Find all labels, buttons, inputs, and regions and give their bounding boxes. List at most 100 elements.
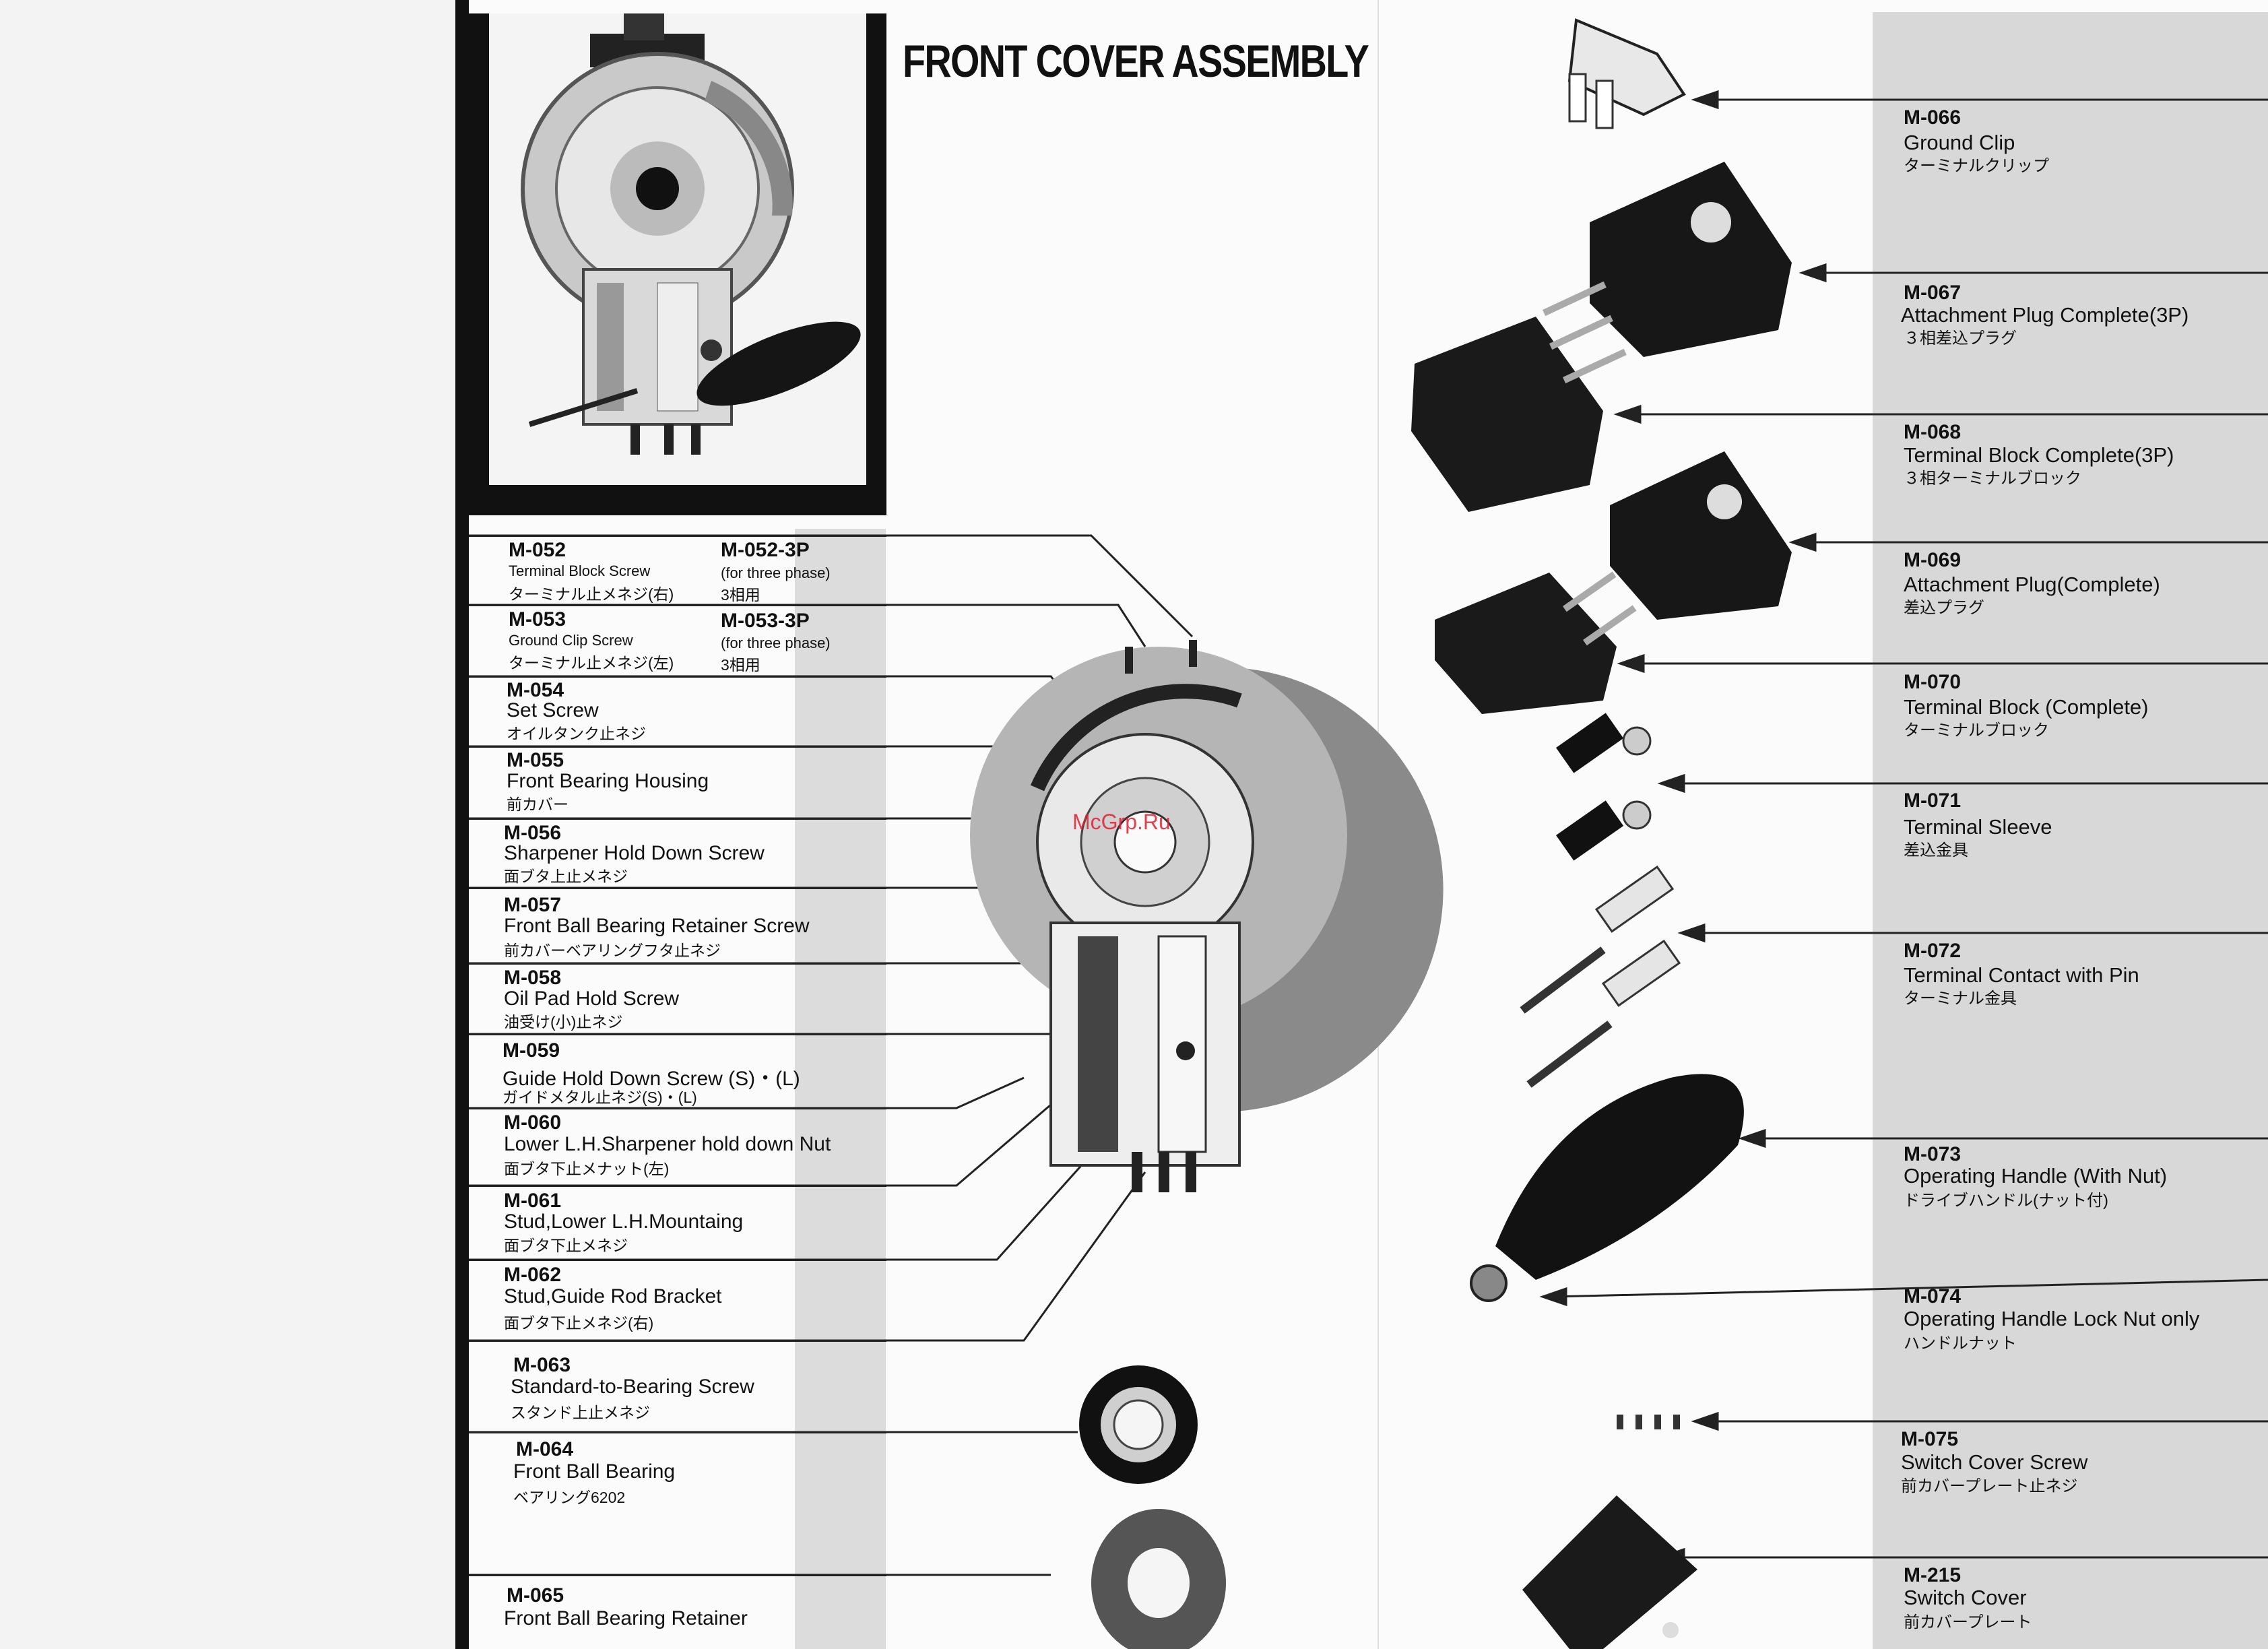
part-name-jp: ３相差込プラグ <box>1904 329 2017 348</box>
part-name: Front Ball Bearing Retainer <box>504 1607 748 1629</box>
part-code: M-072 <box>1904 940 1962 962</box>
part-name: Stud,Lower L.H.Mountaing <box>504 1210 744 1233</box>
part-name: Switch Cover <box>1904 1586 2027 1609</box>
part-code: M-062 <box>504 1264 562 1286</box>
part-name-jp: オイルタンク止ネジ <box>507 725 646 742</box>
part-code-alt: M-053-3P <box>721 610 810 632</box>
part-name-jp: 面ブタ上止メネジ <box>504 868 628 885</box>
part-name-jp: 面ブタ下止メナット(左) <box>504 1160 670 1177</box>
bearing-retainer-drawing <box>1091 1509 1226 1649</box>
part-name: Terminal Sleeve <box>1904 815 2052 839</box>
part-name: Front Ball Bearing <box>513 1460 676 1483</box>
page-title: FRONT COVER ASSEMBLY <box>903 36 1369 87</box>
part-name: Lower L.H.Sharpener hold down Nut <box>504 1133 831 1155</box>
part-code: M-052 <box>509 539 566 561</box>
part-name: Operating Handle Lock Nut only <box>1904 1307 2200 1330</box>
ball-bearing-drawing <box>1079 1365 1198 1484</box>
part-code: M-054 <box>507 679 564 701</box>
row-separator <box>469 1108 886 1109</box>
part-name: Terminal Contact with Pin <box>1904 963 2139 987</box>
part-code: M-215 <box>1904 1564 1962 1586</box>
assembly-photo <box>489 13 866 485</box>
part-name: Standard-to-Bearing Screw <box>511 1376 754 1398</box>
left-gray-band <box>795 529 886 1649</box>
part-name-jp: ターミナル止メネジ(左) <box>509 654 674 672</box>
part-name: Terminal Block Complete(3P) <box>1904 443 2174 467</box>
row-separator <box>469 1432 886 1433</box>
part-code: M-061 <box>504 1190 562 1212</box>
part-code: M-065 <box>507 1584 564 1607</box>
part-name-jp: 前カバープレート止ネジ <box>1901 1477 2078 1495</box>
right-part-drawings <box>1411 18 1792 1649</box>
part-note: (for three phase) <box>721 564 831 581</box>
part-code: M-057 <box>504 894 562 916</box>
part-name-jp: ターミナルクリップ <box>1904 157 2049 175</box>
assembly-photo-illustration <box>521 13 861 455</box>
part-name-jp: 前カバー <box>507 796 569 813</box>
row-separator <box>469 605 886 606</box>
row-separator <box>469 536 886 537</box>
part-name-jp: ターミナルブロック <box>1904 721 2049 740</box>
part-name: Set Screw <box>507 699 599 721</box>
part-name-jp: ３相ターミナルブロック <box>1904 470 2081 488</box>
part-code: M-068 <box>1904 421 1962 443</box>
row-separator <box>469 1034 886 1035</box>
row-separator <box>469 1575 886 1576</box>
part-code: M-059 <box>503 1039 560 1062</box>
part-note-jp: 3相用 <box>721 656 760 674</box>
part-name-jp: ガイドメタル止ネジ(S)・(L) <box>503 1089 697 1106</box>
part-name-jp: ドライブハンドル(ナット付) <box>1904 1192 2108 1210</box>
row-separator <box>469 676 886 678</box>
part-code: M-074 <box>1904 1285 1962 1307</box>
right-gray-band <box>1873 12 2268 1649</box>
part-name-jp: ターミナル金具 <box>1904 990 2017 1008</box>
part-code: M-058 <box>504 967 562 989</box>
part-name-jp: 差込プラグ <box>1904 599 1984 617</box>
right-leader-lines <box>1539 90 2268 1567</box>
part-name-jp: 前カバーベアリングフタ止ネジ <box>504 942 721 959</box>
assembly-photo-frame <box>469 13 886 515</box>
part-name: Ground Clip Screw <box>509 632 633 649</box>
part-code: M-055 <box>507 749 564 771</box>
part-name-jp: スタンド上止メネジ <box>511 1404 650 1421</box>
part-name: Operating Handle (With Nut) <box>1904 1164 2168 1188</box>
part-name-jp: 前カバープレート <box>1904 1613 2032 1631</box>
part-code: M-071 <box>1904 789 1962 812</box>
part-name: Oil Pad Hold Screw <box>504 988 680 1010</box>
part-name: Sharpener Hold Down Screw <box>504 842 765 864</box>
part-code: M-064 <box>516 1438 574 1460</box>
part-name-jp: 面ブタ下止メネジ <box>504 1237 628 1254</box>
part-note: (for three phase) <box>721 635 831 651</box>
row-separator <box>469 746 886 748</box>
row-separator <box>469 1340 886 1342</box>
part-name: Stud,Guide Rod Bracket <box>504 1285 722 1307</box>
binding-edge <box>455 0 469 1649</box>
part-code: M-053 <box>509 608 566 630</box>
part-name: Terminal Block Screw <box>509 562 651 579</box>
row-separator <box>469 963 886 965</box>
part-code: M-063 <box>513 1354 571 1376</box>
part-name-jp: ベアリング6202 <box>513 1489 626 1506</box>
part-name: Terminal Block (Complete) <box>1904 695 2149 719</box>
row-separator <box>469 1260 886 1261</box>
part-code: M-056 <box>504 822 562 844</box>
part-code: M-070 <box>1904 671 1962 693</box>
part-name-jp: ハンドルナット <box>1904 1334 2017 1353</box>
left-margin <box>0 0 458 1649</box>
part-code: M-075 <box>1901 1428 1959 1450</box>
part-code: M-060 <box>504 1111 562 1134</box>
part-code-alt: M-052-3P <box>721 539 810 561</box>
part-name-jp: 油受け(小)止ネジ <box>504 1013 623 1031</box>
watermark: McGrp.Ru <box>1072 810 1171 834</box>
front-cover-drawing <box>970 640 1444 1192</box>
part-name-jp: 差込金具 <box>1904 841 1968 860</box>
part-name: Ground Clip <box>1904 131 2015 154</box>
part-name-jp: ターミナル止メネジ(右) <box>509 585 674 603</box>
part-code: M-066 <box>1904 106 1962 129</box>
part-code: M-069 <box>1904 549 1962 571</box>
row-separator <box>469 1186 886 1187</box>
part-name: Front Bearing Housing <box>507 770 709 792</box>
part-name: Guide Hold Down Screw (S)・(L) <box>503 1068 800 1090</box>
part-name: Switch Cover Screw <box>1901 1450 2088 1474</box>
